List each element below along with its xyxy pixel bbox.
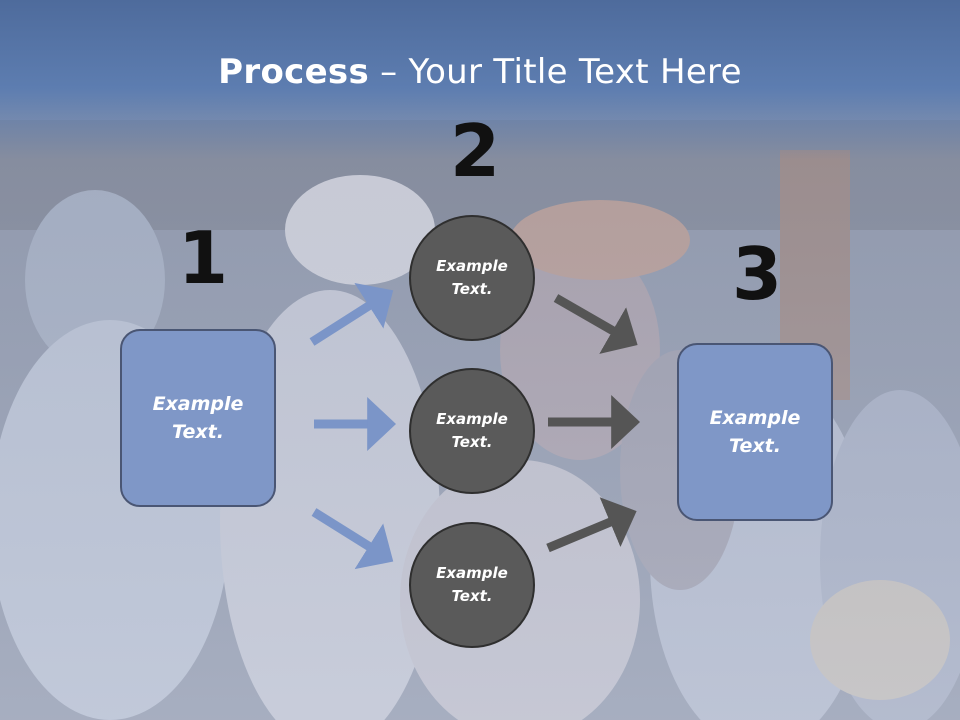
arrow-top-to-right [553,294,638,355]
circle-middle-line-1: Example [436,409,508,428]
title-band [0,0,960,160]
circle-middle[interactable]: Example Text. [409,368,535,494]
right-text-box[interactable]: Example Text. [677,343,833,521]
step-number-1: 1 [178,216,229,300]
circle-bottom-line-2: Text. [451,587,493,605]
step-number-2: 2 [450,109,501,193]
left-box-text: Example Text. [153,390,244,447]
left-box-line-2: Text. [172,421,224,443]
right-box-line-1: Example [709,406,801,429]
circle-top-line-1: Example [436,256,508,275]
circle-bottom-line-1: Example [436,563,508,582]
title-bold-part: Process [218,52,370,92]
right-box-line-2: Text. [729,435,781,457]
arrow-left-to-bottom [311,508,394,570]
step-number-3: 3 [732,232,783,316]
slide-title: Process – Your Title Text Here [0,52,960,92]
circle-middle-line-2: Text. [451,433,493,451]
arrow-bottom-to-right [546,497,637,553]
title-rest-part: – Your Title Text Here [369,52,742,92]
circle-top[interactable]: Example Text. [409,215,535,341]
right-box-text: Example Text. [710,404,801,461]
circle-middle-text: Example Text. [436,408,508,455]
circle-top-line-2: Text. [451,280,493,298]
circle-bottom-text: Example Text. [436,562,508,609]
left-text-box[interactable]: Example Text. [120,329,276,507]
arrow-left-to-top [309,283,394,346]
circle-bottom[interactable]: Example Text. [409,522,535,648]
circle-top-text: Example Text. [436,255,508,302]
left-box-line-1: Example [152,392,244,415]
